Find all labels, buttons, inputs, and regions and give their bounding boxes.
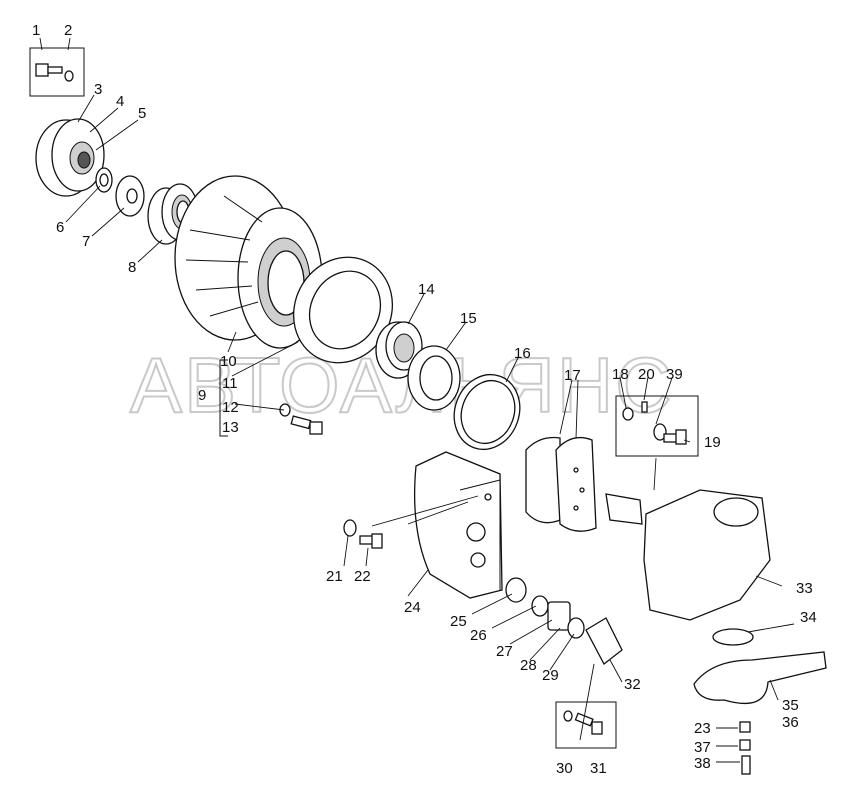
callout-labels: 1 2 3 4 5 6 7 8 9 10 11 12 13 14 15 16 1… [32, 22, 817, 777]
callout-18: 18 [612, 366, 629, 383]
callout-39: 39 [666, 366, 683, 383]
callout-22: 22 [354, 568, 371, 585]
bearing-14 [375, 321, 423, 379]
callout-31: 31 [590, 760, 607, 777]
callout-28: 28 [520, 657, 537, 674]
callout-9: 9 [198, 387, 206, 404]
caliper-24 [414, 451, 503, 599]
callout-30: 30 [556, 760, 573, 777]
callout-21: 21 [326, 568, 343, 585]
callout-17: 17 [564, 367, 581, 384]
callout-27: 27 [496, 643, 513, 660]
washer-7 [115, 175, 145, 217]
callout-4: 4 [116, 93, 124, 110]
callout-35: 35 [782, 697, 799, 714]
brake-pads-17 [525, 436, 597, 532]
callout-12: 12 [222, 399, 239, 416]
callout-37: 37 [694, 739, 711, 756]
leader-lines [39, 37, 795, 763]
bolt-19-parts-18-20-39 [615, 395, 699, 457]
callout-14: 14 [418, 281, 435, 298]
callout-15: 15 [460, 310, 477, 327]
piston-seals-25-29 [505, 577, 585, 639]
washer-6 [95, 167, 113, 193]
callout-36: 36 [782, 714, 799, 731]
callout-29: 29 [542, 667, 559, 684]
callout-38: 38 [694, 755, 711, 772]
callout-5: 5 [138, 105, 146, 122]
callout-20: 20 [638, 366, 655, 383]
callout-25: 25 [450, 613, 467, 630]
hub-cap-3 [35, 118, 105, 197]
callout-26: 26 [470, 627, 487, 644]
steering-lever-35 [693, 651, 827, 704]
callout-3: 3 [94, 81, 102, 98]
callout-1: 1 [32, 22, 40, 39]
seal-15 [407, 345, 461, 411]
ring-34 [712, 628, 754, 646]
callout-11: 11 [222, 375, 238, 392]
bolt-13-washer-12 [219, 359, 323, 437]
callout-23: 23 [694, 720, 711, 737]
callout-8: 8 [128, 259, 136, 276]
callout-16: 16 [514, 345, 531, 362]
callout-32: 32 [624, 676, 641, 693]
callout-2: 2 [64, 22, 72, 39]
callout-7: 7 [82, 233, 90, 250]
fittings-23-37-38 [739, 721, 751, 775]
callout-34: 34 [800, 609, 817, 626]
cover-plate-32 [585, 617, 623, 665]
callout-33: 33 [796, 580, 813, 597]
brake-disc-11 [292, 256, 394, 364]
callout-13: 13 [222, 419, 239, 436]
ring-16 [453, 374, 521, 450]
callout-19: 19 [704, 434, 721, 451]
callout-10: 10 [220, 353, 237, 370]
bolt-1-washer-2 [29, 47, 85, 97]
callout-24: 24 [404, 599, 421, 616]
callout-6: 6 [56, 219, 64, 236]
bolt-22-washer-21 [343, 519, 383, 549]
steering-knuckle-33 [605, 489, 771, 621]
